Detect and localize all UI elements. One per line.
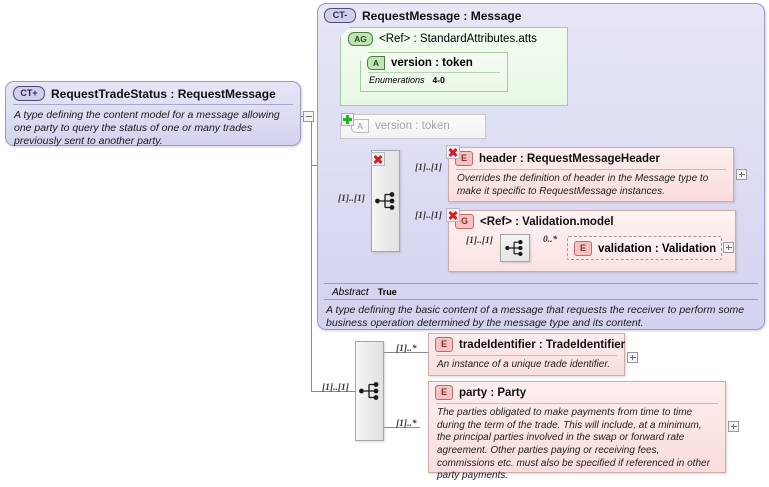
sequence-compositor[interactable] xyxy=(371,150,400,252)
complextype-collapse-icon[interactable]: CT- xyxy=(324,8,356,23)
attribute-version-box[interactable]: A version : token Enumerations 4-0 xyxy=(360,52,508,92)
connector-line xyxy=(384,427,420,428)
element-validation-box[interactable]: E validation : Validation xyxy=(567,236,722,260)
element-icon: E xyxy=(574,241,592,256)
group-validation-title-row: G <Ref> : Validation.model xyxy=(449,211,735,232)
divider xyxy=(13,104,293,105)
element-tradeidentifier-title-row: E tradeIdentifier : TradeIdentifier xyxy=(429,334,626,355)
header-expand-toggle[interactable] xyxy=(736,169,747,180)
connector-line xyxy=(384,352,430,353)
element-icon: E xyxy=(435,337,453,352)
attributegroup-icon: AG xyxy=(348,32,373,46)
sequence-icon xyxy=(358,382,378,400)
prohibited-attribute-name: version : token xyxy=(375,120,450,132)
element-party-cardinality: [1]..* xyxy=(396,419,417,429)
sequence-icon xyxy=(374,192,394,210)
tradeidentifier-expand-toggle[interactable] xyxy=(627,352,638,363)
root-type-title-row: CT+ RequestTradeStatus : RequestMessage xyxy=(6,82,300,104)
element-party-box[interactable]: E party : Party The parties obligated to… xyxy=(428,381,726,481)
element-validation-title-row: E validation : Validation xyxy=(568,237,721,258)
green-plus-icon xyxy=(341,113,354,126)
validation-expand-toggle[interactable] xyxy=(723,242,734,253)
sequence-icon xyxy=(505,239,523,257)
element-header-box[interactable]: E header : RequestMessageHeader Override… xyxy=(448,147,734,202)
attribute-version-title-row: A version : token xyxy=(361,53,507,72)
extension-sequence-cardinality: [1]..[1] xyxy=(322,383,349,393)
abstract-value: True xyxy=(377,287,397,297)
base-type-title-row: CT- RequestMessage : Message xyxy=(318,4,764,26)
divider xyxy=(436,403,718,404)
attribute-group-title-row: AG <Ref> : StandardAttributes.atts xyxy=(341,28,567,48)
root-collapse-toggle[interactable] xyxy=(303,111,314,122)
divider xyxy=(324,299,758,300)
element-party-documentation: The parties obligated to make payments f… xyxy=(437,407,710,482)
attribute-icon: A xyxy=(351,119,369,133)
abstract-row: Abstract True xyxy=(324,284,769,300)
element-tradeidentifier-box[interactable]: E tradeIdentifier : TradeIdentifier An i… xyxy=(428,333,625,376)
element-header-cardinality: [1]..[1] xyxy=(415,163,442,173)
element-header-name: header : RequestMessageHeader xyxy=(479,152,660,165)
attribute-facets: Enumerations 4-0 xyxy=(361,73,507,87)
connector-line xyxy=(311,116,312,391)
element-tradeidentifier-name: tradeIdentifier : TradeIdentifier xyxy=(459,338,626,351)
attribute-version-name: version : token xyxy=(391,57,473,69)
abstract-label: Abstract xyxy=(332,287,369,298)
sequence-cardinality: [1]..[1] xyxy=(338,194,365,204)
group-validation-name: <Ref> : Validation.model xyxy=(480,215,614,228)
element-header-documentation: Overrides the definition of header in th… xyxy=(457,173,709,197)
attribute-group-box[interactable]: AG <Ref> : StandardAttributes.atts xyxy=(340,27,568,106)
party-expand-toggle[interactable] xyxy=(728,421,739,432)
validation-inner-cardinality: [1]..[1] xyxy=(466,236,493,246)
root-type-name: RequestTradeStatus : RequestMessage xyxy=(51,86,276,101)
red-x-icon xyxy=(371,152,385,166)
element-party-title-row: E party : Party xyxy=(429,382,725,403)
root-type-documentation: A type defining the content model for a … xyxy=(14,109,280,148)
divider xyxy=(456,169,726,170)
facet-name: Enumerations xyxy=(369,75,425,85)
sequence-compositor-extension[interactable] xyxy=(355,341,384,441)
divider xyxy=(436,355,617,356)
root-type-box[interactable]: CT+ RequestTradeStatus : RequestMessage … xyxy=(5,81,301,147)
connector-line xyxy=(311,391,360,392)
sequence-compositor-validation[interactable] xyxy=(500,234,530,262)
element-validation-cardinality: 0..* xyxy=(543,235,558,245)
group-validation-cardinality: [1]..[1] xyxy=(415,211,442,221)
element-party-name: party : Party xyxy=(459,386,527,399)
facet-value: 4-0 xyxy=(432,75,445,85)
red-x-icon xyxy=(446,208,460,222)
attribute-group-name: <Ref> : StandardAttributes.atts xyxy=(379,33,537,45)
prohibited-attribute-box[interactable]: A version : token xyxy=(340,114,486,139)
base-type-documentation: A type defining the basic content of a m… xyxy=(326,304,745,330)
red-x-icon xyxy=(446,145,460,159)
element-icon: E xyxy=(435,385,453,400)
prohibited-attribute-title-row: A version : token xyxy=(341,115,485,135)
complextype-expand-icon[interactable]: CT+ xyxy=(13,86,45,101)
element-tradeidentifier-cardinality: [1]..* xyxy=(396,344,417,354)
element-validation-name: validation : Validation xyxy=(598,242,717,255)
attribute-icon: A xyxy=(367,56,385,70)
base-type-name: RequestMessage : Message xyxy=(362,8,522,23)
divider xyxy=(324,283,758,284)
divider xyxy=(368,72,500,73)
element-tradeidentifier-documentation: An instance of a unique trade identifier… xyxy=(437,359,611,370)
element-header-title-row: E header : RequestMessageHeader xyxy=(449,148,733,169)
